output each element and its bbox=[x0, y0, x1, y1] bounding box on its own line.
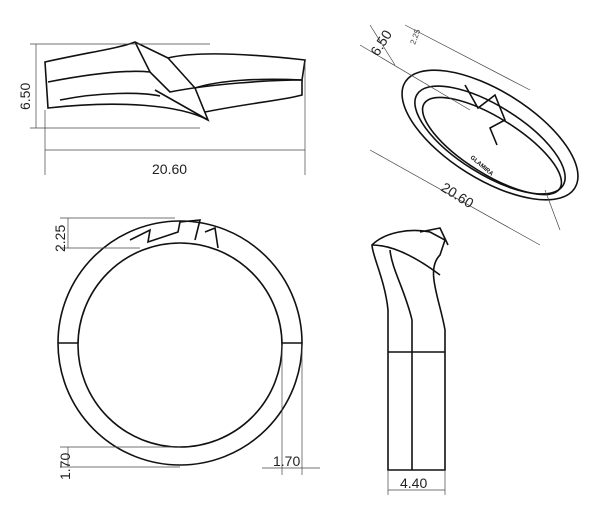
front-bottom-label: 1.70 bbox=[57, 453, 73, 480]
front-view: 2.25 1.70 1.70 bbox=[52, 217, 320, 480]
iso-top-label: 2.25 bbox=[408, 27, 422, 45]
side-width-label: 20.60 bbox=[152, 161, 187, 177]
profile-width-label: 4.40 bbox=[400, 475, 427, 491]
side-view: 6.50 20.60 bbox=[17, 41, 306, 177]
front-top-label: 2.25 bbox=[52, 225, 68, 252]
profile-view: 4.40 bbox=[371, 227, 449, 495]
side-height-label: 6.50 bbox=[17, 83, 33, 110]
iso-width-label: 20.60 bbox=[438, 179, 476, 211]
iso-view: 6.50 2.25 20.60 GLAMIRA bbox=[359, 24, 579, 246]
front-side-label: 1.70 bbox=[273, 453, 300, 469]
iso-height-label: 6.50 bbox=[367, 27, 395, 59]
